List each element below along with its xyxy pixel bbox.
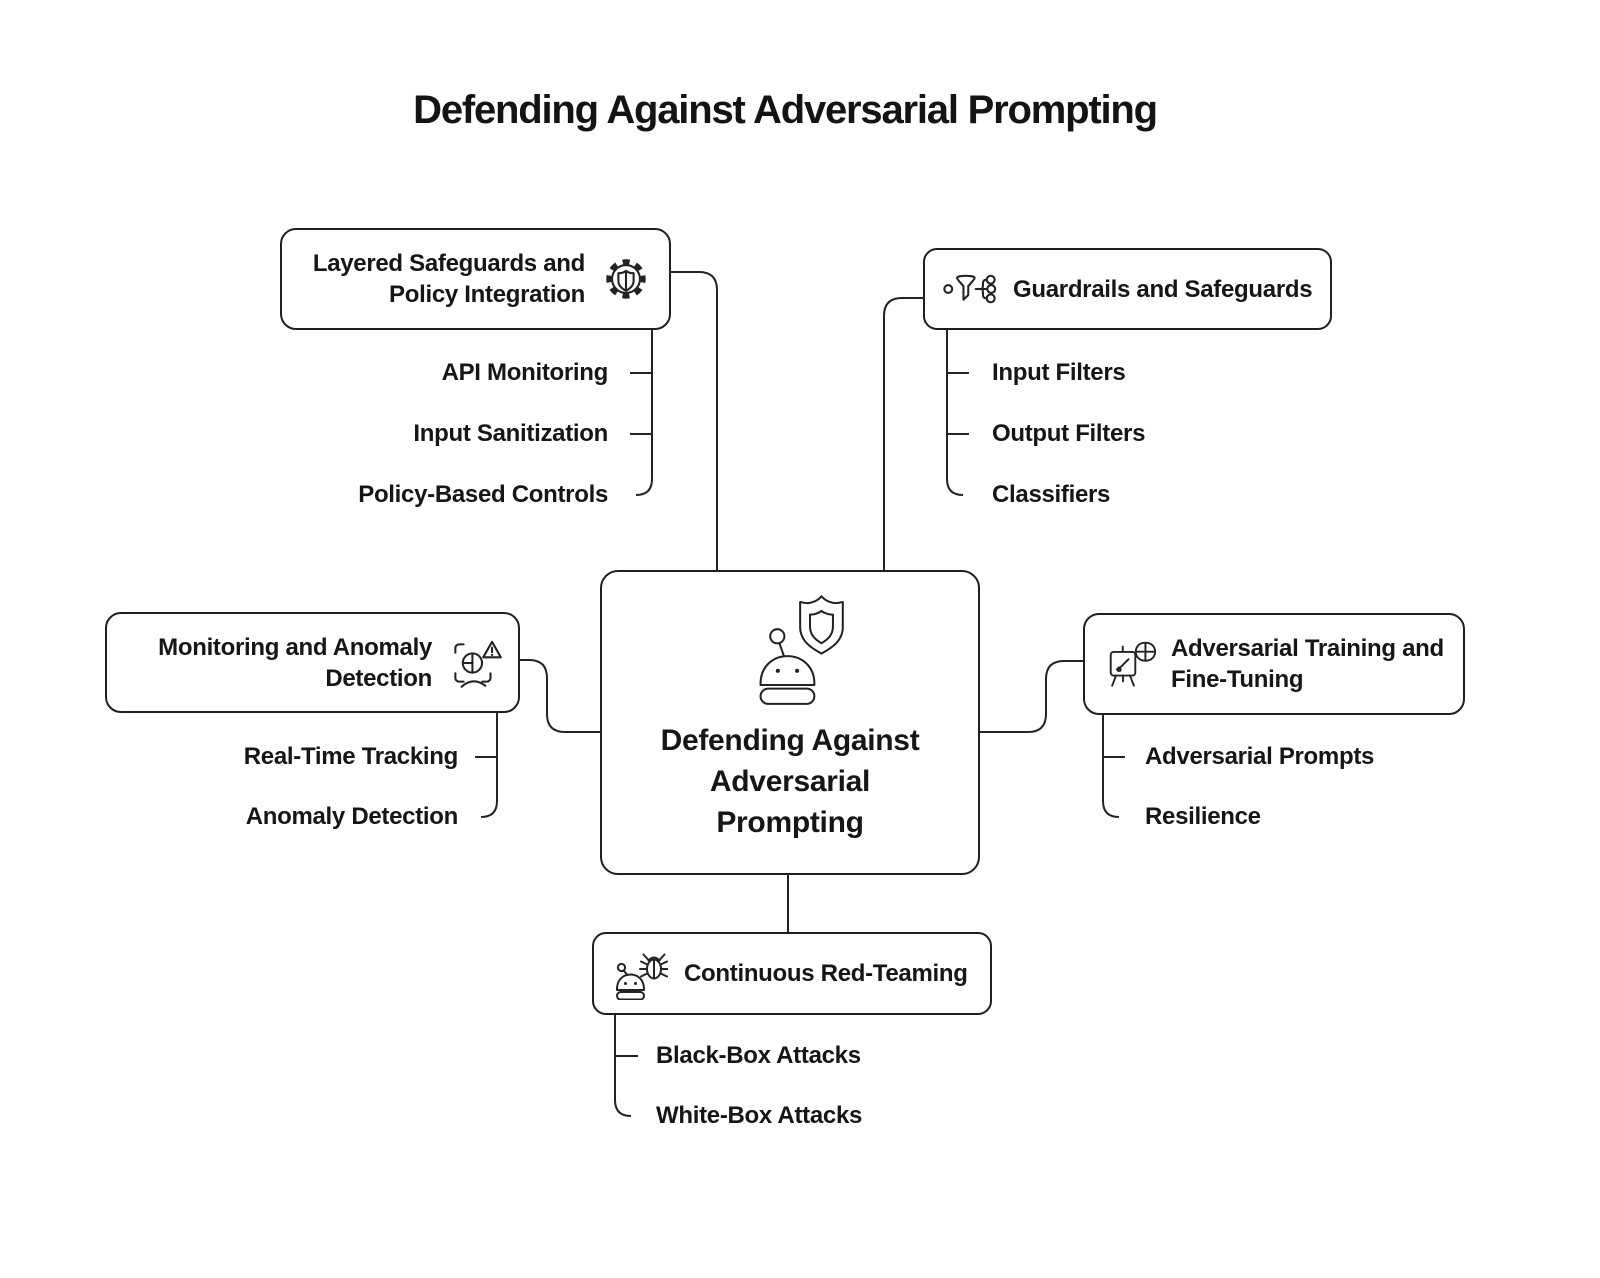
- page-title: Defending Against Adversarial Prompting: [413, 88, 1158, 132]
- node-label: Monitoring and Anomaly Detection: [158, 633, 432, 692]
- child-classifiers[interactable]: Classifiers: [992, 481, 1111, 508]
- child-policy-based-controls[interactable]: Policy-Based Controls: [358, 481, 608, 508]
- funnel-route-icon: [943, 274, 997, 304]
- connector-guardrails-to-center: [883, 297, 923, 570]
- child-input-filters[interactable]: Input Filters: [992, 359, 1126, 386]
- node-label: Guardrails and Safeguards: [1013, 275, 1313, 303]
- child-black-box-attacks[interactable]: Black-Box Attacks: [656, 1042, 861, 1069]
- node-adversarial-training[interactable]: Adversarial Training and Fine-Tuning: [1083, 613, 1465, 715]
- node-guardrails[interactable]: Guardrails and Safeguards: [923, 248, 1332, 330]
- spine-guardrails-children: [946, 330, 964, 496]
- easel-globe-icon: [1109, 641, 1157, 687]
- connector-layered-to-center: [671, 271, 718, 570]
- node-center[interactable]: Defending Against Adversarial Prompting: [600, 570, 980, 875]
- child-input-sanitization[interactable]: Input Sanitization: [413, 420, 608, 447]
- node-red-teaming[interactable]: Continuous Red-Teaming: [592, 932, 992, 1015]
- node-label: Continuous Red-Teaming: [684, 960, 968, 987]
- spine-monitoring-children: [480, 713, 498, 818]
- child-adversarial-prompts[interactable]: Adversarial Prompts: [1145, 743, 1375, 770]
- child-resilience[interactable]: Resilience: [1145, 803, 1261, 830]
- child-white-box-attacks[interactable]: White-Box Attacks: [656, 1102, 863, 1129]
- connector-monitoring-to-center: [520, 659, 600, 733]
- center-label: Defending Against Adversarial Prompting: [660, 724, 920, 839]
- child-output-filters[interactable]: Output Filters: [992, 420, 1146, 447]
- node-monitoring[interactable]: Monitoring and Anomaly Detection: [105, 612, 520, 713]
- node-label: Layered Safeguards and Policy Integratio…: [312, 250, 585, 308]
- node-layered-safeguards[interactable]: Layered Safeguards and Policy Integratio…: [280, 228, 671, 330]
- child-anomaly-detection[interactable]: Anomaly Detection: [245, 803, 459, 830]
- robot-shield-icon: [759, 595, 844, 705]
- connector-center-to-adversarial: [980, 660, 1083, 733]
- spine-adversarial-children: [1102, 715, 1120, 818]
- spine-redteam-children: [614, 1015, 632, 1117]
- gear-shield-icon: [606, 259, 646, 299]
- child-real-time-tracking[interactable]: Real-Time Tracking: [243, 743, 459, 770]
- child-api-monitoring[interactable]: API Monitoring: [441, 359, 609, 386]
- spine-layered-children: [635, 330, 653, 496]
- scan-alert-icon: [454, 640, 502, 688]
- node-label: Adversarial Training and Fine-Tuning: [1171, 635, 1444, 693]
- robot-bug-icon: [616, 953, 668, 1000]
